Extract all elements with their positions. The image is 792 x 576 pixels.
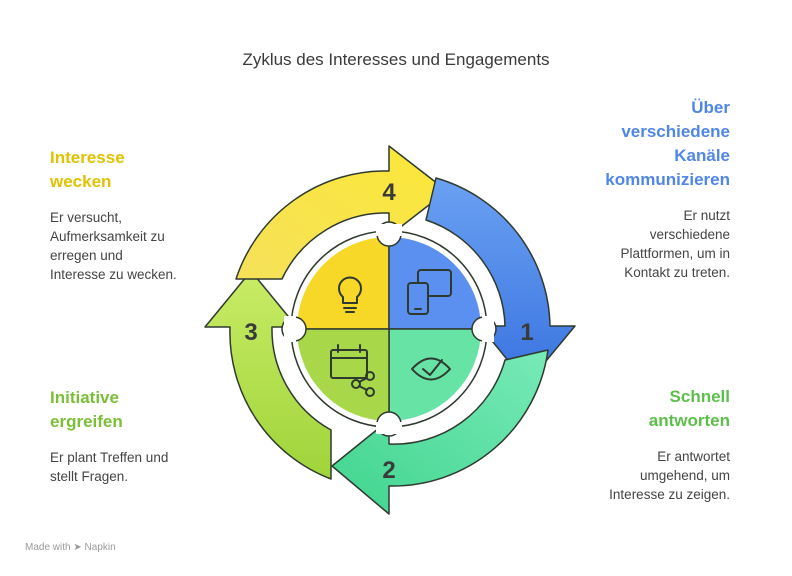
step-2-heading: Schnell antworten — [648, 387, 730, 430]
step-3-heading: Initiative ergreifen — [50, 388, 123, 431]
step-4-heading: Interesse wecken — [50, 148, 125, 191]
lightbulb-icon — [338, 276, 362, 313]
made-with-label: Made with — [25, 542, 71, 553]
arrow-step-1 — [425, 177, 576, 385]
arrow-step-3 — [204, 270, 332, 480]
devices-icon — [407, 269, 452, 315]
calendar-share-icon — [330, 344, 375, 397]
step-number-2: 2 — [382, 457, 395, 484]
napkin-brand: Napkin — [84, 542, 116, 553]
footer-watermark: Made with ➤ Napkin — [25, 542, 116, 553]
arrow-step-2 — [331, 349, 549, 515]
step-2-description: Er antwortet umgehend, um Interesse zu z… — [609, 449, 730, 502]
step-3-description: Er plant Treffen und stellt Fragen. — [50, 450, 169, 484]
step-number-4: 4 — [382, 179, 396, 206]
step-2-block: Schnell antworten Er antwortet umgehend,… — [530, 385, 730, 504]
step-4-description: Er versucht, Aufmerksamkeit zu erregen u… — [50, 210, 177, 282]
step-3-block: Initiative ergreifen Er plant Treffen un… — [50, 386, 250, 486]
diagram-title: Zyklus des Interesses und Engagements — [242, 50, 550, 69]
step-1-heading: Über verschiedene Kanäle kommunizieren — [605, 98, 730, 189]
step-number-3: 3 — [244, 319, 257, 346]
eye-check-icon — [411, 357, 451, 381]
step-1-block: Über verschiedene Kanäle kommunizieren E… — [530, 96, 730, 282]
step-1-description: Er nutzt verschiedene Plattformen, um in… — [620, 208, 730, 280]
step-4-block: Interesse wecken Er versucht, Aufmerksam… — [50, 146, 250, 284]
step-number-1: 1 — [520, 319, 533, 346]
arrow-step-4 — [235, 145, 448, 280]
napkin-logo-icon: ➤ — [73, 542, 82, 553]
